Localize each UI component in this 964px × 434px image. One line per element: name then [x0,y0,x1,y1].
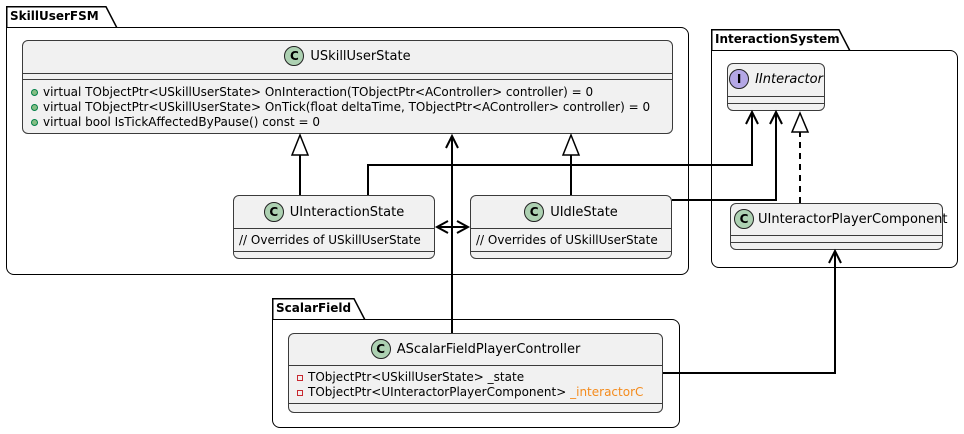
class-ascalarfieldplayercontroller[interactable]: C AScalarFieldPlayerController TObjectPt… [288,333,663,413]
class-header: C USkillUserState [23,41,672,71]
association-state-transition [434,220,471,234]
class-separator [234,251,434,252]
class-name: UInteractorPlayerComponent [758,211,948,227]
public-visibility-icon [31,89,38,96]
package-name-interactionsystem: InteractionSystem [715,32,840,46]
class-method: virtual bool IsTickAffectedByPause() con… [31,115,320,130]
class-name: UIdleState [550,204,618,220]
interface-iinteractor[interactable]: I IInteractor [727,63,825,111]
association-state [445,133,459,333]
class-header: C UInteractorPlayerComponent [731,204,947,234]
class-badge-icon: C [370,339,391,359]
generalization-uinteractionstate [290,132,310,195]
class-badge-icon: C [734,209,754,229]
class-note: // Overrides of USkillUserState [239,233,421,247]
class-separator [728,96,824,97]
class-header: C AScalarFieldPlayerController [289,334,662,364]
class-note: // Overrides of USkillUserState [476,233,658,247]
class-name: USkillUserState [310,48,411,64]
association-interactorc [663,248,842,374]
class-badge-icon: C [284,46,305,66]
realization-uinteractorplayercomponent [790,111,810,203]
package-name-scalarfield: ScalarField [276,301,352,315]
class-uinteractorplayercomponent[interactable]: C UInteractorPlayerComponent [730,203,947,250]
class-name: IInteractor [755,71,823,87]
class-field: TObjectPtr<USkillUserState> _state [297,370,524,385]
class-header: I IInteractor [728,64,824,94]
association-uinteractionstate-iinteractor [367,109,759,195]
class-header: C UIdleState [471,196,671,228]
highlighted-field-name: _interactorC [570,385,644,399]
public-visibility-icon [31,119,38,126]
class-method: virtual TObjectPtr<USkillUserState> OnTi… [31,100,650,115]
class-separator [471,228,671,229]
class-separator [289,365,662,366]
class-badge-icon: C [263,202,284,222]
class-method: virtual TObjectPtr<USkillUserState> OnIn… [31,85,593,100]
class-uinteractionstate[interactable]: C UInteractionState // Overrides of USki… [233,195,435,259]
class-separator [471,251,671,252]
interface-badge-icon: I [729,69,750,89]
package-name-skilluserfsm: SkillUserFSM [10,9,99,23]
private-visibility-icon [297,389,303,396]
public-visibility-icon [31,104,38,111]
class-separator [234,228,434,229]
generalization-uidlestate [561,132,581,195]
class-badge-icon: C [524,202,545,222]
private-visibility-icon [297,374,303,381]
class-separator [728,103,824,104]
class-name: UInteractionState [289,204,405,220]
class-separator [731,235,942,236]
class-uskilluserstate[interactable]: C USkillUserState virtual TObjectPtr<USk… [22,40,673,134]
class-separator [289,403,662,404]
class-uidlestate[interactable]: C UIdleState // Overrides of USkillUserS… [470,195,672,259]
class-separator [23,73,672,74]
class-field: TObjectPtr<UInteractorPlayerComponent> _… [297,385,643,400]
association-uidlestate-iinteractor [672,109,783,201]
class-header: C UInteractionState [234,196,434,228]
class-name: AScalarFieldPlayerController [396,341,581,357]
class-separator [731,242,942,243]
class-separator [23,79,672,80]
